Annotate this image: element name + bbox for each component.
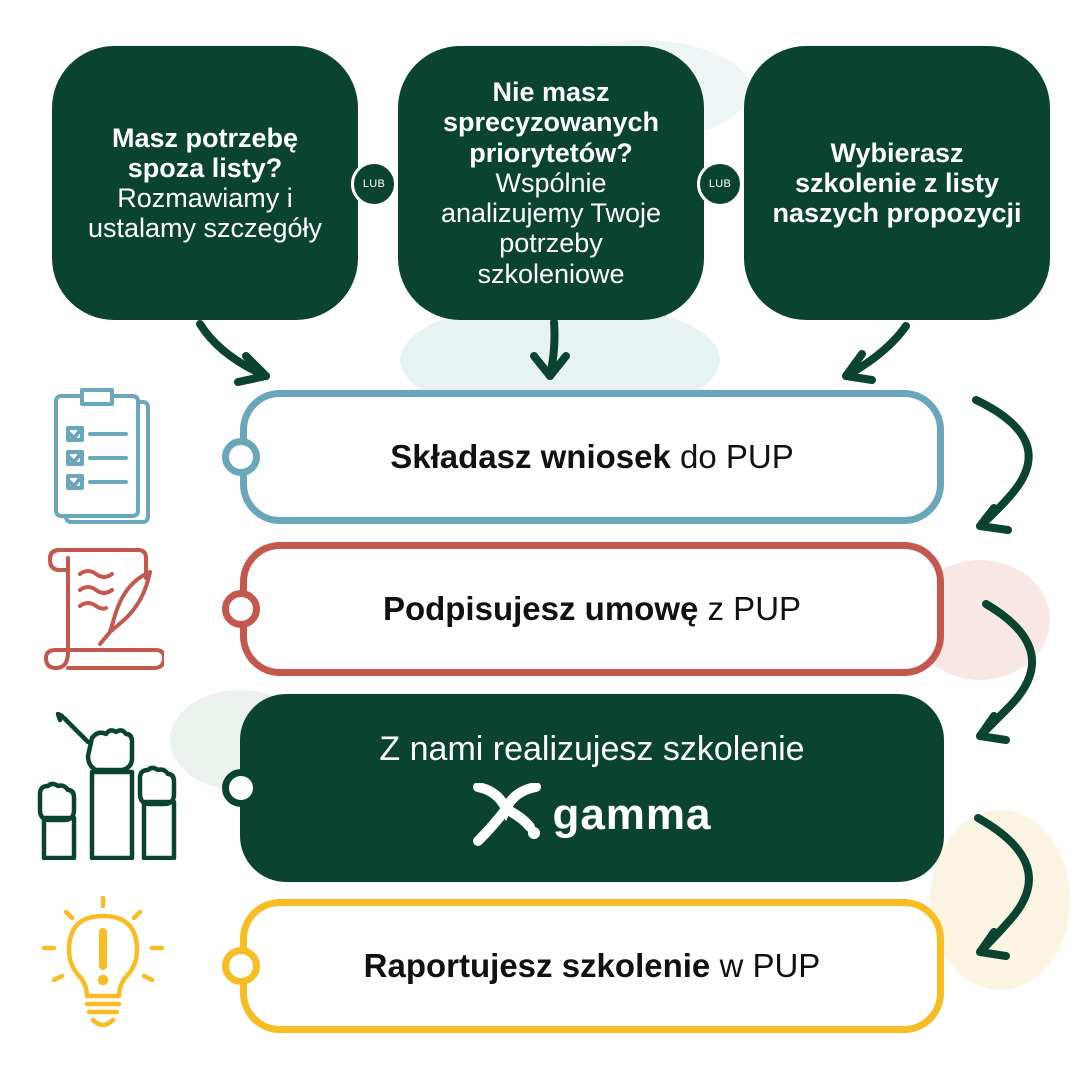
raised-fists-pencil-icon bbox=[37, 712, 177, 860]
option-question: Nie masz sprecyzowanych priorytetów? bbox=[442, 77, 660, 168]
step-text: Z nami realizujesz szkolenie bbox=[379, 729, 805, 768]
option-question: Wybierasz szkolenie z listy naszych prop… bbox=[772, 137, 1022, 229]
step-submit-application: Składasz wniosek do PUP bbox=[240, 390, 944, 524]
step-action: Podpisujesz umowę bbox=[382, 590, 699, 627]
step-action: Raportujesz szkolenie bbox=[363, 947, 711, 984]
brand-name: gamma bbox=[552, 789, 712, 839]
option-description: Rozmawiamy i ustalamy szczegóły bbox=[87, 183, 323, 244]
step-connector-dot bbox=[222, 438, 260, 476]
option-box-custom-need: Masz potrzebę spoza listy? Rozmawiamy i … bbox=[52, 46, 358, 320]
step-detail: w PUP bbox=[719, 947, 821, 984]
step-connector-dot bbox=[222, 769, 260, 807]
or-connector: LUB bbox=[351, 161, 397, 207]
scroll-quill-icon bbox=[44, 548, 164, 670]
option-box-no-priorities: Nie masz sprecyzowanych priorytetów? Wsp… bbox=[398, 46, 704, 320]
step-connector-dot bbox=[222, 947, 260, 985]
clipboard-checklist-icon bbox=[54, 388, 150, 524]
step-action: Składasz wniosek bbox=[390, 438, 671, 475]
step-sign-contract: Podpisujesz umowę z PUP bbox=[240, 542, 944, 676]
option-box-choose-from-list: Wybierasz szkolenie z listy naszych prop… bbox=[744, 46, 1050, 320]
gamma-logo-icon bbox=[473, 782, 542, 846]
step-detail: z PUP bbox=[707, 590, 802, 627]
option-description: Wspólnie analizujemy Twoje potrzeby szko… bbox=[440, 167, 662, 289]
lightbulb-exclamation-icon bbox=[41, 896, 165, 1028]
gamma-logo: gamma bbox=[472, 782, 712, 847]
or-connector: LUB bbox=[697, 161, 743, 207]
step-report-training: Raportujesz szkolenie w PUP bbox=[240, 899, 944, 1033]
step-detail: do PUP bbox=[680, 438, 794, 475]
step-conduct-training: Z nami realizujesz szkolenie gamma bbox=[240, 694, 944, 882]
step-connector-dot bbox=[222, 590, 260, 628]
option-question: Masz potrzebę spoza listy? bbox=[111, 122, 299, 183]
